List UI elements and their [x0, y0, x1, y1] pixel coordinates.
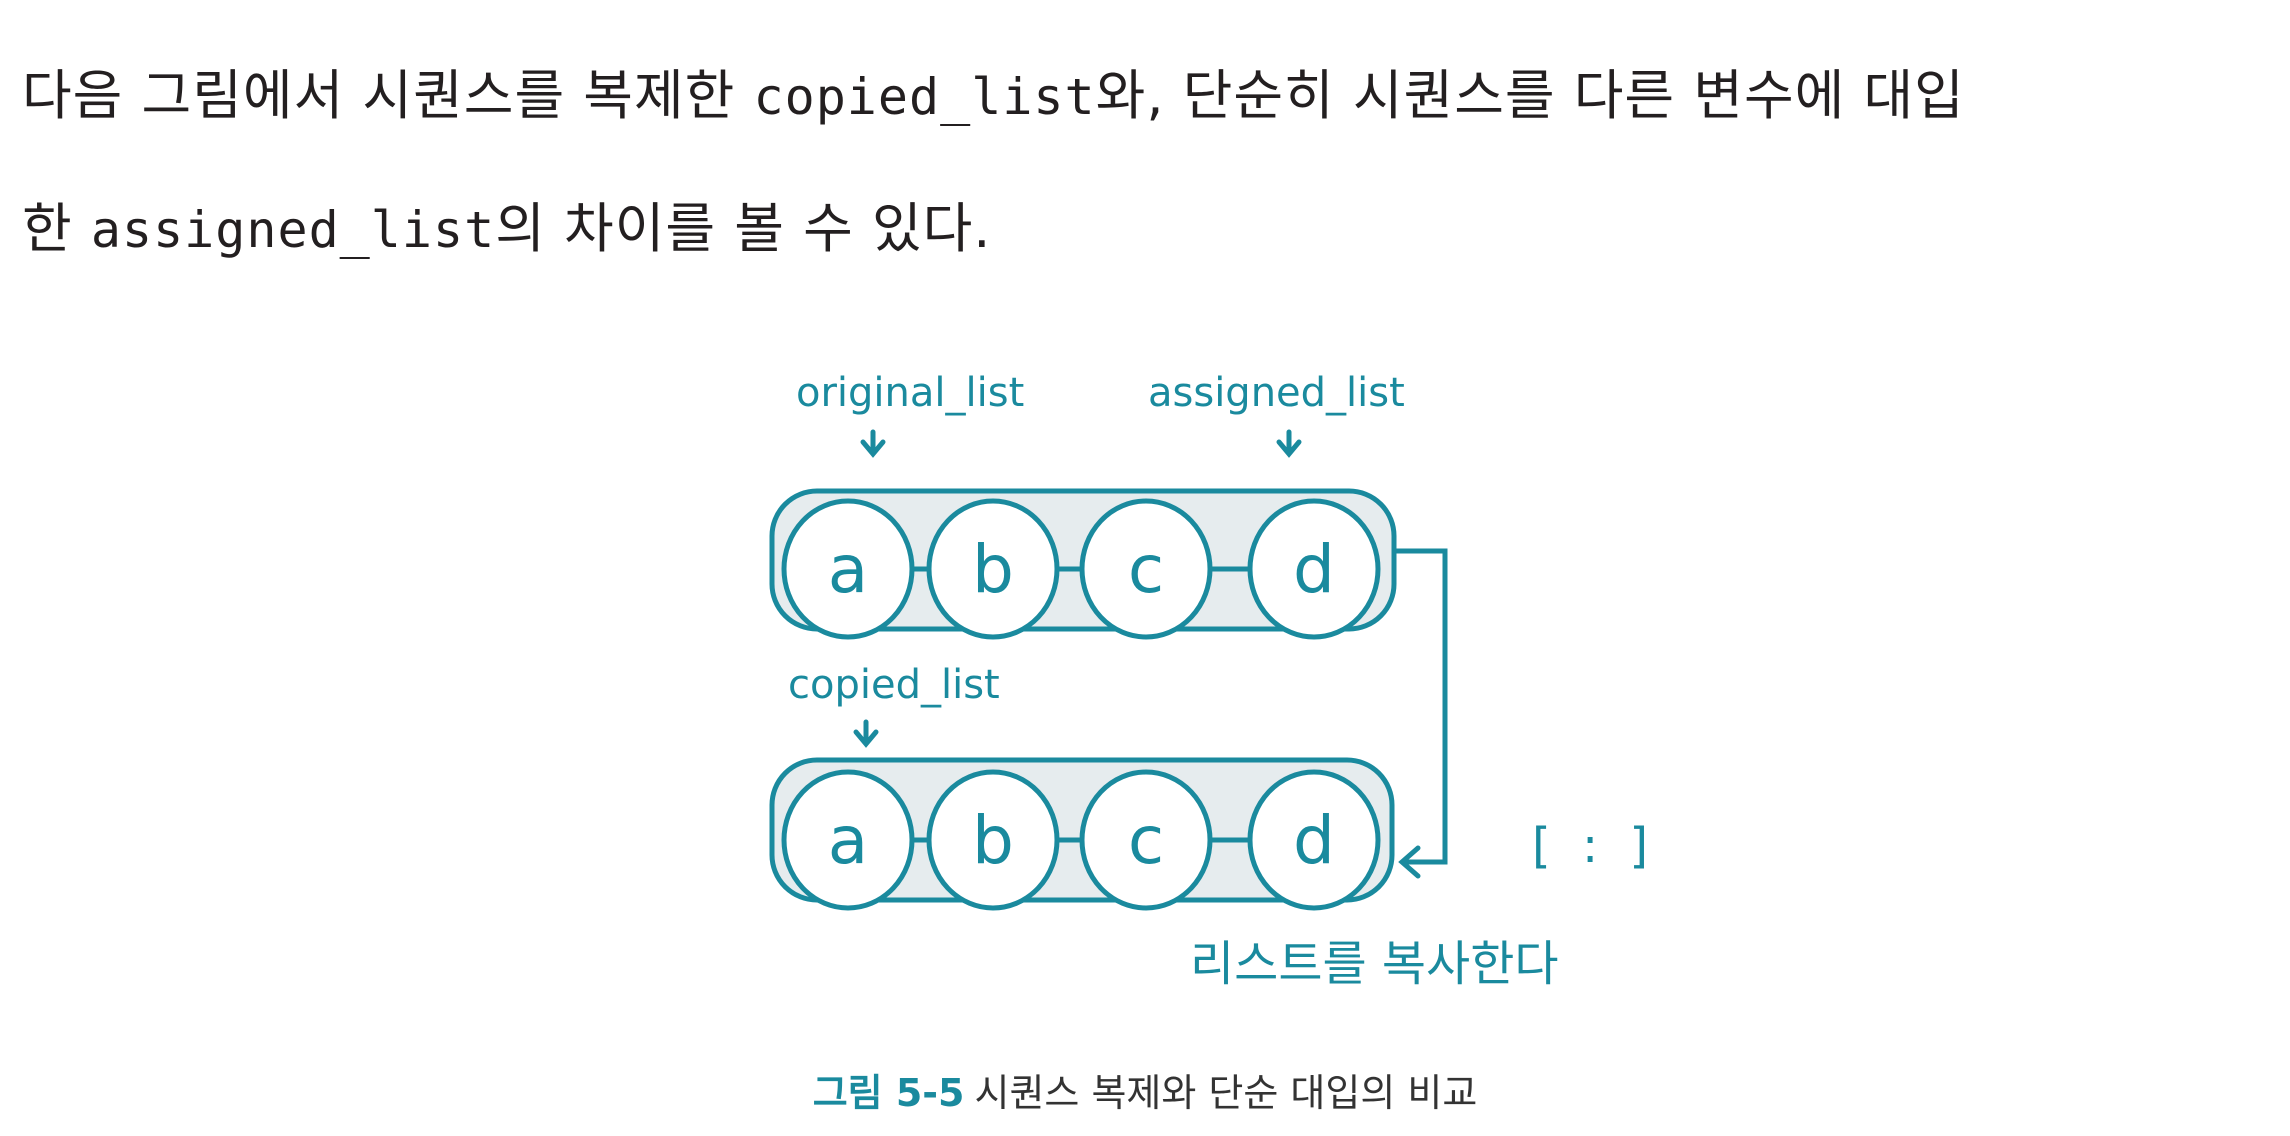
arrow-down-icon: [1276, 429, 1302, 458]
label-copied-list: copied_list: [788, 662, 1000, 708]
paragraph-line-2: 한 assigned_list의 차이를 볼 수 있다.: [22, 163, 2282, 296]
arrow-down-icon: [860, 429, 886, 458]
node-d: d: [1293, 531, 1335, 608]
text: 한: [22, 197, 91, 260]
text: 와, 단순히 시퀀스를 다른 변수에 대입: [1095, 64, 1965, 127]
node-c: c: [1128, 802, 1164, 879]
label-original-list: original_list: [796, 370, 1024, 416]
node-a: a: [828, 531, 868, 608]
node-a: a: [828, 802, 868, 879]
inline-code: copied_list: [753, 68, 1096, 126]
node-c: c: [1128, 531, 1164, 608]
caption-number: 그림 5-5: [812, 1071, 965, 1115]
copy-arrow: [1393, 548, 1448, 879]
body-paragraph: 다음 그림에서 시퀀스를 복제한 copied_list와, 단순히 시퀀스를 …: [22, 30, 2282, 296]
paragraph-line-1: 다음 그림에서 시퀀스를 복제한 copied_list와, 단순히 시퀀스를 …: [22, 30, 2282, 163]
slice-label: [ : ]: [1532, 818, 1656, 874]
text: 의 차이를 볼 수 있다.: [495, 197, 992, 260]
copy-note: 리스트를 복사한다: [1190, 936, 1559, 992]
text: 다음 그림에서 시퀀스를 복제한: [22, 64, 754, 127]
arrow-down-icon: [853, 719, 879, 748]
node-b: b: [972, 531, 1014, 608]
inline-code: assigned_list: [90, 201, 496, 259]
node-d: d: [1293, 802, 1335, 879]
node-b: b: [972, 802, 1014, 879]
caption-text: 시퀀스 복제와 단순 대입의 비교: [974, 1071, 1478, 1115]
label-assigned-list: assigned_list: [1148, 370, 1405, 416]
